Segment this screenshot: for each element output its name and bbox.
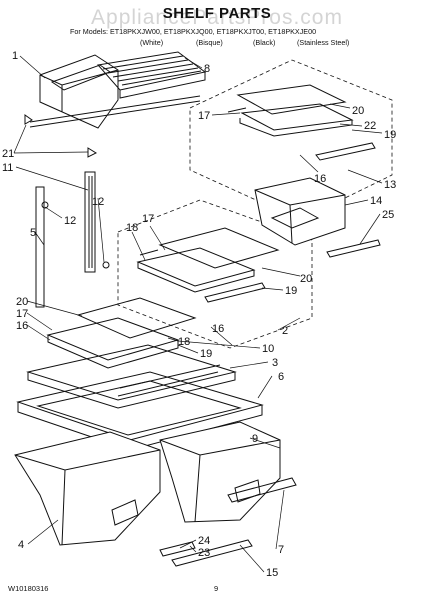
callout-16-middle: 16 <box>212 323 224 335</box>
callout-21: 21 <box>2 148 14 160</box>
callout-10: 10 <box>262 343 274 355</box>
drawer-rail-part-25 <box>326 239 381 258</box>
crisper-drawer-part-9 <box>159 421 281 523</box>
drawer-rail-part-23 <box>159 541 196 557</box>
callout-labels: 1 8 17 20 22 19 21 11 12 5 12 18 17 16 1… <box>2 50 396 579</box>
callout-17-lower: 17 <box>16 308 28 320</box>
callout-12-left: 12 <box>64 215 76 227</box>
callout-16-lower: 16 <box>16 320 28 332</box>
callout-13: 13 <box>384 179 396 191</box>
callout-24: 24 <box>198 535 210 547</box>
ladder-rail-part-5 <box>35 186 49 308</box>
upper-shelf-boundary <box>189 59 393 221</box>
callout-2: 2 <box>282 325 288 337</box>
callout-22: 22 <box>364 120 376 132</box>
callout-19-lower: 19 <box>200 348 212 360</box>
variant-bisque: (Bisque) <box>196 38 223 47</box>
crisper-drawer-part-4 <box>14 431 161 546</box>
callout-1: 1 <box>12 50 18 62</box>
callout-14: 14 <box>370 195 382 207</box>
callout-16-upper: 16 <box>314 173 326 185</box>
variant-stainless: (Stainless Steel) <box>297 38 350 47</box>
ladder-rail-part-11 <box>84 171 110 273</box>
callout-8: 8 <box>204 63 210 75</box>
callout-12-right: 12 <box>92 196 104 208</box>
callout-17-middle: 17 <box>142 213 154 225</box>
callout-18-middle: 18 <box>126 222 138 234</box>
callout-20-middle: 20 <box>300 273 312 285</box>
drawer-rail-part-15 <box>171 539 253 567</box>
callout-3: 3 <box>272 357 278 369</box>
part-number: W10180316 <box>8 584 49 593</box>
model-list: For Models: ET18PKXJW00, ET18PKXJQ00, ET… <box>0 27 434 57</box>
callout-4: 4 <box>18 539 24 551</box>
shelf-hook-left <box>24 114 33 125</box>
upper-glass-shelf <box>227 84 376 161</box>
callout-20-upper: 20 <box>352 105 364 117</box>
shelf-hook-right <box>87 147 98 158</box>
callout-20-lower: 20 <box>16 296 28 308</box>
callout-23: 23 <box>198 547 210 559</box>
door-bin-part-1 <box>39 54 119 129</box>
middle-glass-shelf <box>136 227 280 303</box>
wire-shelf-part-8 <box>29 51 207 128</box>
watermark: AppliancePartsPros.com <box>91 6 343 29</box>
callout-17-upper: 17 <box>198 110 210 122</box>
callout-18-lower: 18 <box>178 336 190 348</box>
variant-black: (Black) <box>253 38 276 47</box>
page-title: SHELF PARTS <box>162 5 272 22</box>
callout-15: 15 <box>266 567 278 579</box>
callout-19-middle: 19 <box>285 285 297 297</box>
variant-white: (White) <box>140 38 164 47</box>
callout-19-upper: 19 <box>384 129 396 141</box>
models-line: For Models: ET18PKXJW00, ET18PKXJQ00, ET… <box>70 27 317 36</box>
callout-6: 6 <box>278 371 284 383</box>
callout-7: 7 <box>278 544 284 556</box>
leader-lines <box>13 55 383 573</box>
callout-25: 25 <box>382 209 394 221</box>
deli-drawer-part-14 <box>254 177 381 258</box>
drawer-slide-part-7 <box>227 477 297 503</box>
middle-shelf-boundary <box>117 199 313 349</box>
page-number: 9 <box>214 584 219 593</box>
callout-11: 11 <box>2 162 13 174</box>
callout-9: 9 <box>252 433 258 445</box>
callout-5: 5 <box>30 227 36 239</box>
